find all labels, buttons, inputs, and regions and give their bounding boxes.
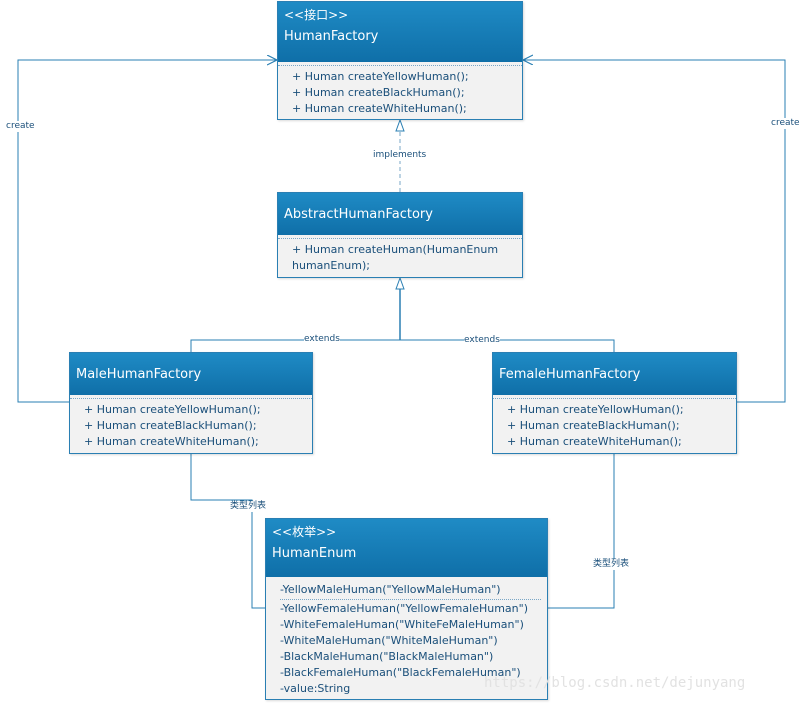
type-list-right-label: 类型列表 (593, 559, 630, 570)
method-row: humanEnum); (292, 259, 370, 272)
human-factory-name: HumanFactory (284, 29, 379, 44)
male-human-factory-methods: + Human createYellowHuman(); + Human cre… (70, 398, 312, 450)
abstract-human-factory-methods: + Human createHuman(HumanEnum humanEnum)… (278, 238, 522, 274)
female-human-factory-methods: + Human createYellowHuman(); + Human cre… (493, 398, 736, 450)
human-factory-header: <<接口>> HumanFactory (278, 2, 522, 62)
female-human-factory-class[interactable]: FemaleHumanFactory + Human createYellowH… (492, 352, 737, 454)
method-row: + Human createWhiteHuman(); (84, 435, 259, 448)
enum-member-row: -WhiteFemaleHuman("WhiteFeMaleHuman") (280, 618, 524, 631)
extends-triangle (395, 276, 405, 290)
watermark-url: https://blog.csdn.net/dejunyang (484, 675, 746, 691)
type-list-right-edge (548, 454, 615, 609)
human-enum-class[interactable]: <<枚举>> HumanEnum -YellowMaleHuman("Yello… (265, 518, 548, 700)
type-list-left-edge (190, 454, 265, 609)
abstract-human-factory-name: AbstractHumanFactory (284, 207, 433, 222)
method-row: + Human createYellowHuman(); (292, 70, 469, 83)
method-row: + Human createHuman(HumanEnum (292, 243, 499, 256)
method-row: + Human createYellowHuman(); (84, 403, 261, 416)
enum-member-row: -BlackFemaleHuman("BlackFemaleHuman") (280, 666, 521, 679)
human-factory-methods: + Human createYellowHuman(); + Human cre… (278, 65, 522, 117)
create-left-label: create (6, 121, 35, 132)
implements-label: implements (373, 150, 427, 161)
method-row: + Human createYellowHuman(); (507, 403, 684, 416)
extends-left-edge (190, 339, 400, 352)
female-human-factory-header: FemaleHumanFactory (493, 353, 736, 395)
extends-left-label: extends (304, 334, 340, 345)
human-enum-stereotype: <<枚举>> (272, 525, 337, 539)
method-row: + Human createWhiteHuman(); (507, 435, 682, 448)
human-factory-class[interactable]: <<接口>> HumanFactory + Human createYellow… (277, 1, 523, 120)
human-enum-members: -YellowMaleHuman("YellowMaleHuman") -Yel… (266, 579, 547, 697)
male-human-factory-class[interactable]: MaleHumanFactory + Human createYellowHum… (69, 352, 313, 454)
extends-right-label: extends (464, 335, 500, 346)
enum-divider (280, 599, 541, 600)
abstract-human-factory-header: AbstractHumanFactory (278, 193, 522, 235)
enum-member-row: -WhiteMaleHuman("WhiteMaleHuman") (280, 634, 498, 647)
implements-triangle (395, 118, 405, 132)
enum-member-row: -value:String (280, 682, 351, 695)
enum-member-row: -BlackMaleHuman("BlackMaleHuman") (280, 650, 494, 663)
human-enum-header: <<枚举>> HumanEnum (266, 519, 547, 577)
create-right-edge (523, 60, 786, 403)
human-factory-stereotype: <<接口>> (284, 8, 349, 22)
human-enum-name: HumanEnum (272, 546, 357, 561)
male-human-factory-header: MaleHumanFactory (70, 353, 312, 395)
abstract-human-factory-class[interactable]: AbstractHumanFactory + Human createHuman… (277, 192, 523, 278)
method-row: + Human createWhiteHuman(); (292, 102, 467, 115)
female-human-factory-name: FemaleHumanFactory (499, 367, 641, 382)
method-row: + Human createBlackHuman(); (84, 419, 257, 432)
male-human-factory-name: MaleHumanFactory (76, 367, 202, 382)
create-right-label: create (771, 118, 800, 129)
create-left-edge (17, 60, 277, 403)
enum-member-row: -YellowFemaleHuman("YellowFemaleHuman") (280, 602, 528, 615)
extends-right-edge (400, 339, 615, 352)
type-list-left-label: 类型列表 (230, 501, 267, 512)
method-row: + Human createBlackHuman(); (292, 86, 465, 99)
method-row: + Human createBlackHuman(); (507, 419, 680, 432)
enum-member-row: -YellowMaleHuman("YellowMaleHuman") (280, 583, 501, 596)
